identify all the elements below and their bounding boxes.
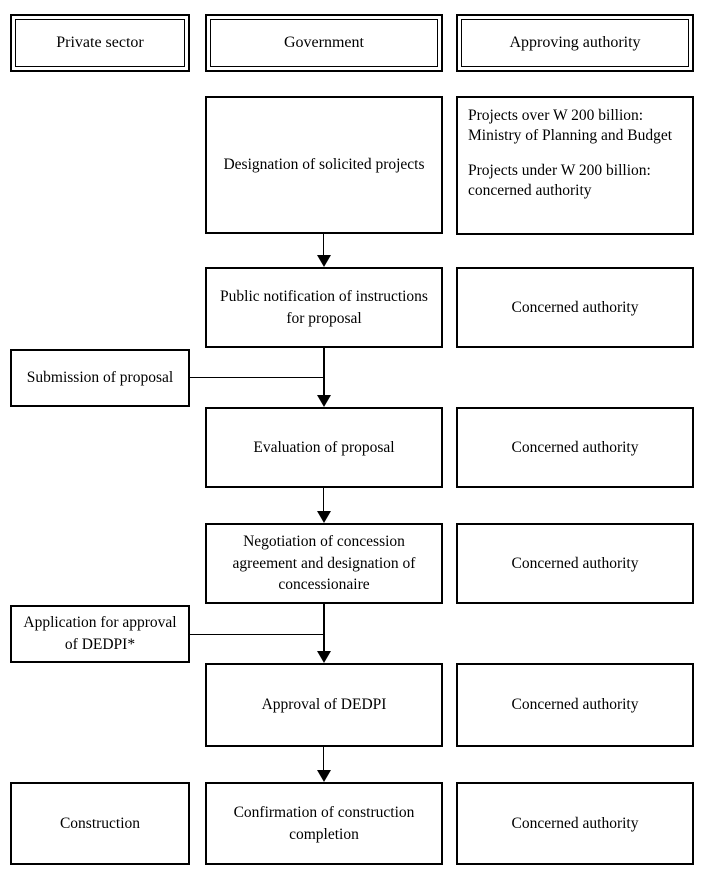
arrow-shaft-designation-to-notification: [323, 234, 324, 255]
application-label: Application for approval of DEDPI*: [23, 614, 177, 653]
arrow-head-evaluation-to-negotiation: [317, 511, 331, 523]
authority-notification-label: Concerned authority: [511, 298, 639, 316]
header-approving-authority: Approving authority: [456, 14, 694, 72]
step-notification-label: Public notification of instructions for …: [220, 287, 428, 327]
arrow-shaft-notification-to-evaluation: [323, 348, 325, 395]
step-designation-label: Designation of solicited projects: [223, 156, 425, 174]
connector-application-to-flow: [190, 634, 324, 635]
step-negotiation-box: Negotiation of concession agreement and …: [205, 523, 443, 604]
step-designation-box: Designation of solicited projects: [205, 96, 443, 234]
authority-approval-box: Concerned authority: [456, 663, 694, 747]
connector-submission-to-flow: [190, 377, 324, 378]
arrow-shaft-evaluation-to-negotiation: [323, 488, 324, 511]
submission-label: Submission of proposal: [26, 369, 174, 387]
step-notification-box: Public notification of instructions for …: [205, 267, 443, 348]
authority-under-200b-text: Projects under W 200 billion: concerned …: [468, 161, 651, 200]
header-private-sector-label: Private sector: [15, 19, 185, 67]
arrow-head-notification-to-evaluation: [317, 395, 331, 407]
authority-approval-label: Concerned authority: [511, 696, 639, 714]
header-government-label: Government: [210, 19, 438, 67]
authority-designation-box: Projects over W 200 billion: Ministry of…: [456, 96, 694, 235]
step-approval-box: Approval of DEDPI: [205, 663, 443, 747]
authority-over-200b-text: Projects over W 200 billion: Ministry of…: [468, 107, 673, 145]
header-approving-authority-label: Approving authority: [461, 19, 689, 67]
authority-confirmation-label: Concerned authority: [511, 814, 639, 832]
authority-negotiation-label: Concerned authority: [511, 554, 639, 572]
authority-negotiation-box: Concerned authority: [456, 523, 694, 604]
authority-evaluation-box: Concerned authority: [456, 407, 694, 488]
arrow-shaft-approval-to-confirmation: [323, 747, 324, 770]
arrow-shaft-negotiation-to-approval: [323, 604, 325, 651]
authority-notification-box: Concerned authority: [456, 267, 694, 348]
arrow-head-designation-to-notification: [317, 255, 331, 267]
step-approval-label: Approval of DEDPI: [261, 696, 387, 714]
application-box: Application for approval of DEDPI*: [10, 605, 190, 663]
construction-box: Construction: [10, 782, 190, 865]
step-negotiation-label: Negotiation of concession agreement and …: [232, 532, 416, 594]
authority-evaluation-label: Concerned authority: [511, 438, 639, 456]
header-government: Government: [205, 14, 443, 72]
arrow-head-negotiation-to-approval: [317, 651, 331, 663]
step-confirmation-label: Confirmation of construction completion: [233, 803, 415, 843]
header-private-sector: Private sector: [10, 14, 190, 72]
authority-confirmation-box: Concerned authority: [456, 782, 694, 865]
step-confirmation-box: Confirmation of construction completion: [205, 782, 443, 865]
construction-label: Construction: [59, 814, 141, 832]
arrow-head-approval-to-confirmation: [317, 770, 331, 782]
step-evaluation-label: Evaluation of proposal: [253, 438, 395, 456]
submission-box: Submission of proposal: [10, 349, 190, 407]
step-evaluation-box: Evaluation of proposal: [205, 407, 443, 488]
